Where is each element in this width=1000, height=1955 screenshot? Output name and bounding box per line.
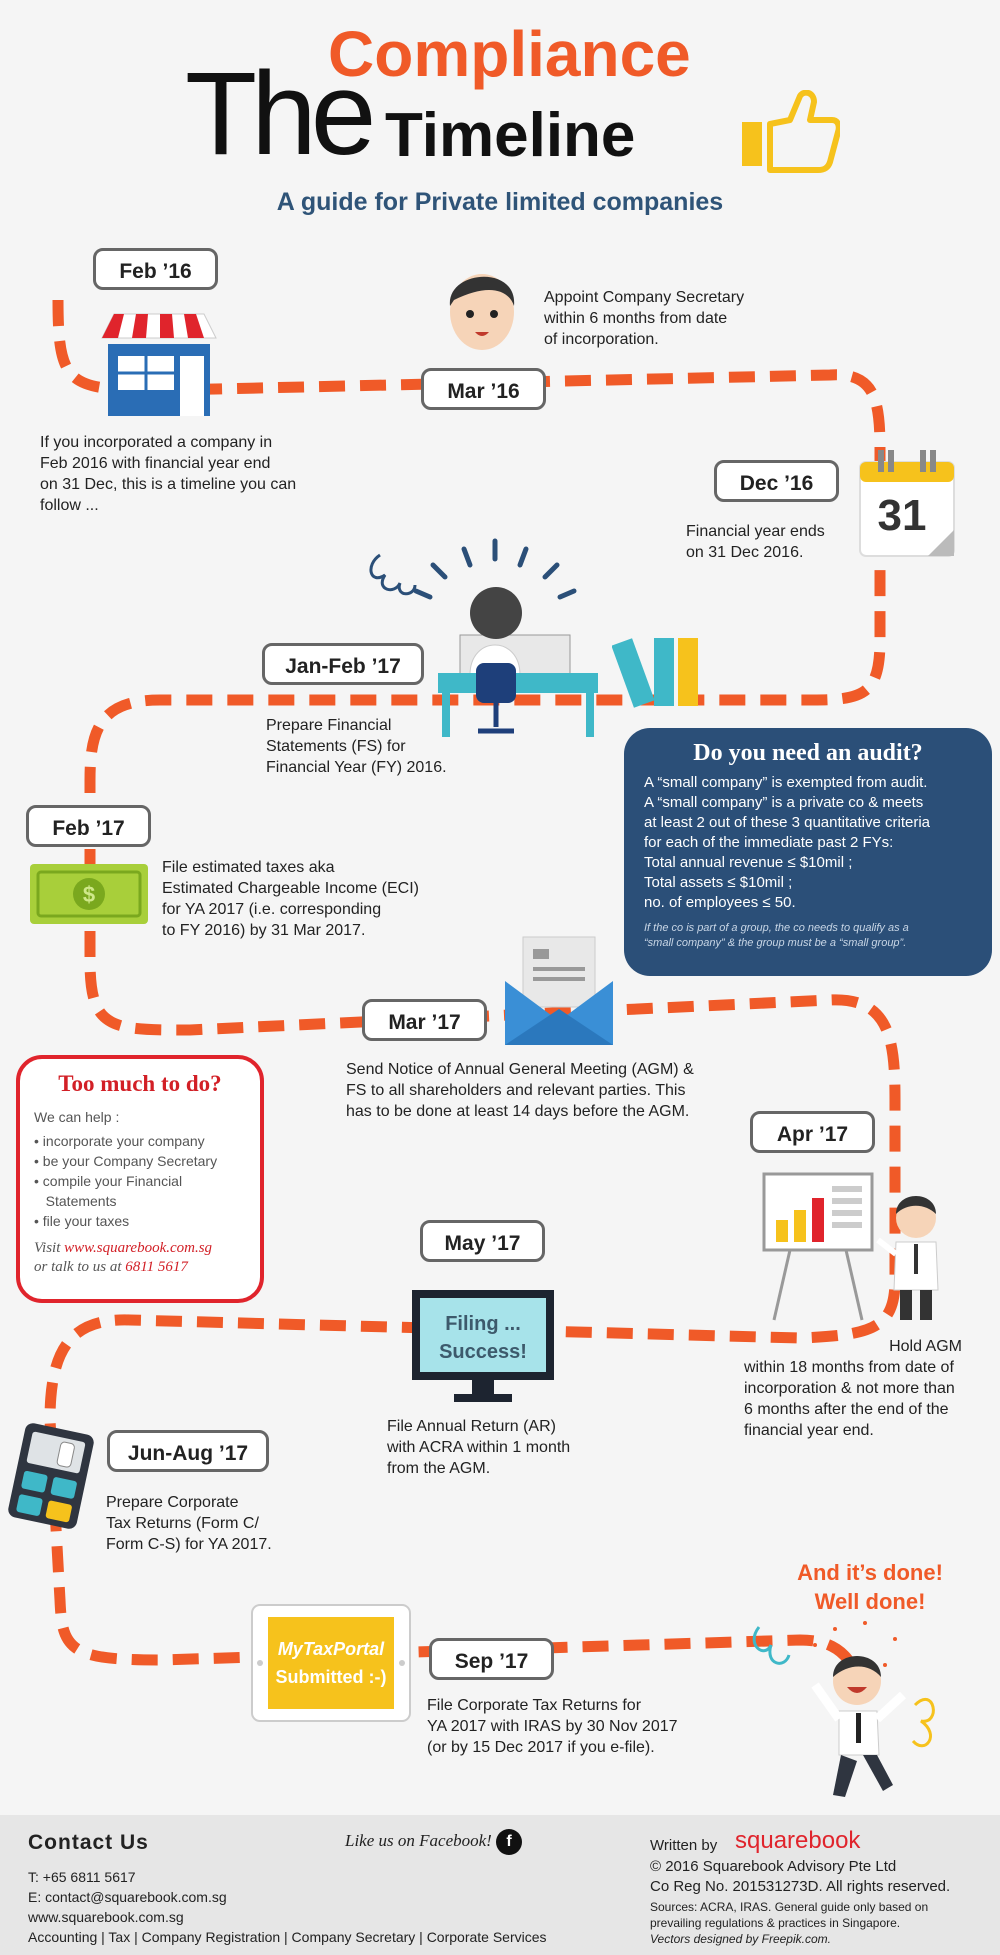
audit-info-box: Do you need an audit? A “small company” …	[624, 728, 992, 976]
tablet-icon: MyTaxPortal Submitted :-)	[251, 1604, 411, 1722]
monitor-icon: Filing ... Success!	[412, 1290, 554, 1402]
contact-website[interactable]: www.squarebook.com.sg	[28, 1909, 184, 1925]
presenter-chart-icon	[762, 1172, 939, 1321]
secretary-avatar-icon	[449, 274, 515, 350]
tablet-line-1: MyTaxPortal	[278, 1639, 385, 1659]
audit-line: no. of employees ≤ 50.	[644, 894, 796, 911]
date-feb-17: Feb ’17	[26, 805, 151, 847]
help-intro: We can help :	[34, 1109, 120, 1125]
step-text-apr-17: Hold AGM	[889, 1338, 962, 1355]
date-jun-aug-17: Jun-Aug ’17	[107, 1430, 269, 1472]
calculator-icon	[8, 1423, 94, 1529]
binders-icon	[612, 638, 698, 708]
help-talk: or talk to us at 6811 5617	[34, 1259, 188, 1275]
money-bill-icon: $	[30, 864, 148, 924]
celebrating-man-icon	[752, 1621, 935, 1797]
date-mar-17: Mar ’17	[362, 999, 487, 1041]
audit-line: Total annual revenue ≤ $10mil ;	[644, 854, 853, 871]
title-compliance: Compliance	[328, 18, 691, 90]
thumbs-up-icon	[742, 90, 840, 173]
audit-heading: Do you need an audit?	[693, 740, 923, 766]
calendar-icon: 31	[859, 450, 955, 557]
date-may-17: May ’17	[420, 1220, 545, 1262]
help-item: • incorporate your company	[34, 1133, 205, 1149]
contact-lines: T: +65 6811 5617 E: contact@squarebook.c…	[28, 1867, 547, 1947]
audit-line: A “small company” is a private co & meet…	[644, 794, 924, 811]
date-apr-17: Apr ’17	[750, 1111, 875, 1153]
step-text-may-17: File Annual Return (AR)with ACRA within …	[387, 1418, 571, 1477]
help-item: • file your taxes	[34, 1213, 130, 1229]
audit-line: A “small company” is exempted from audit…	[644, 774, 928, 791]
facebook-icon[interactable]: f	[496, 1829, 522, 1855]
done-message: And it’s done!Well done!	[797, 1560, 943, 1614]
date-sep-17: Sep ’17	[429, 1638, 554, 1680]
contact-email[interactable]: E: contact@squarebook.com.sg	[28, 1889, 227, 1905]
sources: Sources: ACRA, IRAS. General guide only …	[650, 1900, 929, 1946]
website-link[interactable]: www.squarebook.com.sg	[64, 1240, 213, 1256]
footer: Contact Us Like us on Facebook! f T: +65…	[0, 1815, 1000, 1955]
help-visit: Visit www.squarebook.com.sg	[34, 1240, 213, 1256]
money-symbol: $	[83, 882, 95, 907]
help-item: Statements	[34, 1193, 117, 1209]
tablet-line-2: Submitted :-)	[276, 1667, 387, 1687]
monitor-line-2: Success!	[439, 1341, 527, 1363]
phone-link[interactable]: 6811 5617	[125, 1259, 188, 1275]
help-box: Too much to do? We can help : • incorpor…	[16, 1055, 264, 1303]
help-item: • be your Company Secretary	[34, 1153, 218, 1169]
audit-line: for each of the immediate past 2 FYs:	[644, 834, 894, 851]
date-feb-16: Feb ’16	[93, 248, 218, 290]
date-jan-feb-17: Jan-Feb ’17	[262, 643, 424, 685]
monitor-line-1: Filing ...	[445, 1313, 521, 1335]
contact-heading: Contact Us	[28, 1831, 149, 1854]
contact-phone: T: +65 6811 5617	[28, 1869, 136, 1885]
date-dec-16: Dec ’16	[714, 460, 839, 502]
shop-icon	[101, 313, 217, 416]
facebook-text[interactable]: Like us on Facebook!	[345, 1831, 492, 1850]
subtitle: A guide for Private limited companies	[276, 188, 724, 216]
step-text-mar-17: Send Notice of Annual General Meeting (A…	[346, 1061, 694, 1120]
services-list: Accounting | Tax | Company Registration …	[28, 1929, 547, 1945]
help-heading: Too much to do?	[58, 1071, 222, 1096]
audit-line: Total assets ≤ $10mil ;	[644, 874, 793, 891]
title-timeline: Timeline	[385, 101, 636, 170]
envelope-icon	[505, 936, 613, 1045]
help-item: • compile your Financial	[34, 1173, 183, 1189]
audit-note: If the co is part of a group, the co nee…	[644, 922, 909, 949]
audit-line: at least 2 out of these 3 quantitative c…	[644, 814, 931, 831]
title-the: The	[185, 48, 376, 180]
office-worker-desk-icon	[369, 538, 598, 737]
written-by: Written by	[650, 1837, 718, 1854]
brand-logo: squarebook	[735, 1827, 861, 1854]
date-mar-16: Mar ’16	[421, 368, 546, 410]
calendar-day: 31	[878, 491, 927, 540]
